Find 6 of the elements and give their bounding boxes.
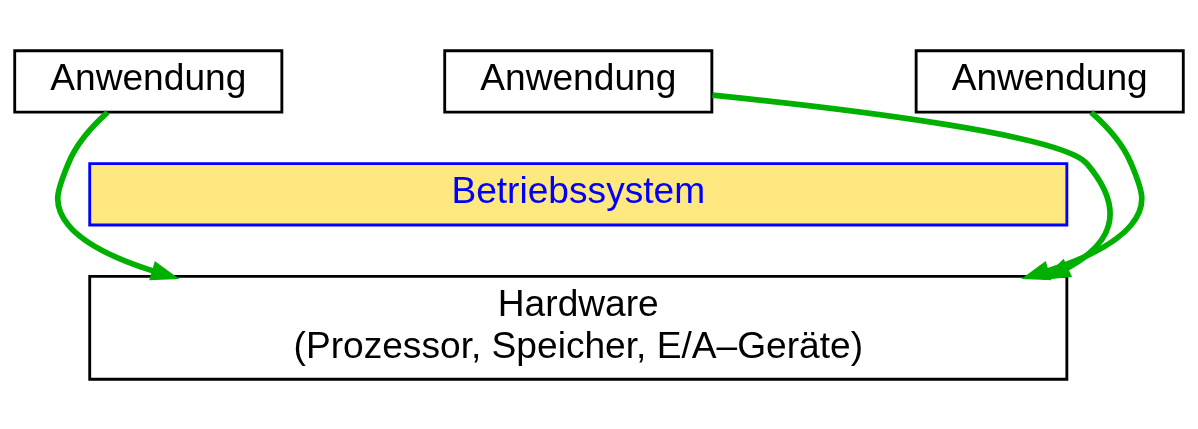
node-box: Betriebssystem xyxy=(88,161,1069,226)
node-box: Anwendung xyxy=(443,48,714,114)
node-box: Anwendung xyxy=(914,48,1185,114)
node-box: Anwendung xyxy=(13,48,284,114)
arrow xyxy=(54,109,180,280)
node-box: Hardware (Prozessor, Speicher, E/A–Geräte) xyxy=(88,274,1069,381)
